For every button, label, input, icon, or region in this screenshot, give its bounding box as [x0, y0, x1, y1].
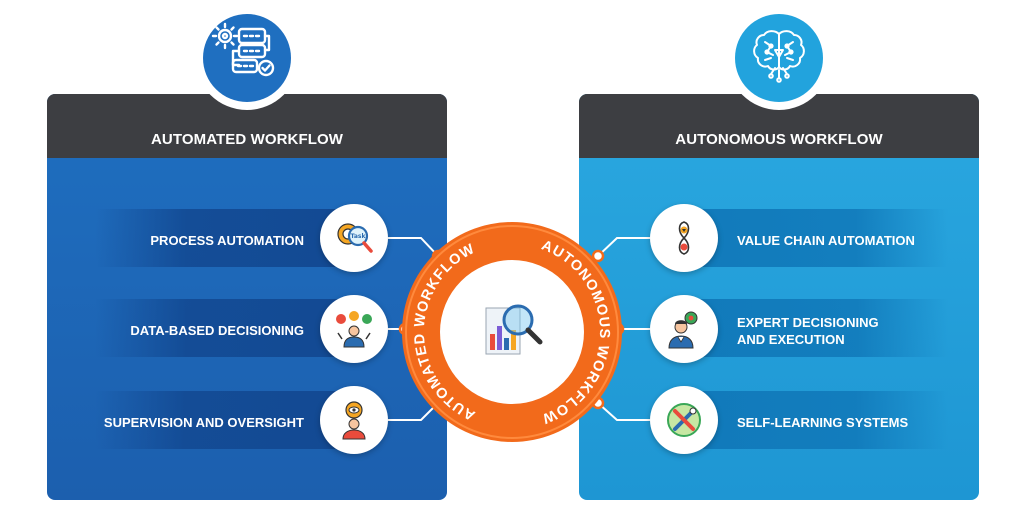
self-learning-node — [650, 386, 718, 454]
supervision-label: SUPERVISION AND OVERSIGHT — [103, 415, 304, 430]
value-chain-node — [650, 204, 718, 272]
supervision-band — [95, 391, 355, 449]
tools-gear-icon — [667, 403, 701, 437]
data-decisioning-node — [320, 295, 388, 363]
expert-decisioning-node — [650, 295, 718, 363]
task-gear-magnifier-icon: Task — [337, 223, 373, 253]
data-decisioning-label: DATA-BASED DECISIONING — [130, 323, 304, 338]
data-decisioning-band — [95, 299, 355, 357]
expert-decisioning-label-line2: AND EXECUTION — [737, 332, 845, 347]
value-chain-label: VALUE CHAIN AUTOMATION — [737, 233, 915, 248]
ai-brain-icon — [753, 30, 805, 83]
infinity-chain-icon — [678, 221, 690, 255]
process-automation-band — [95, 209, 355, 267]
expert-person-icon — [668, 311, 698, 349]
ai-brain-badge — [727, 6, 831, 110]
svg-text:Task: Task — [351, 233, 367, 240]
expert-decisioning-label: EXPERT DECISIONING AND EXECUTION — [737, 314, 879, 348]
process-automation-node: Task — [320, 204, 388, 272]
chart-magnifier-icon — [485, 304, 543, 355]
self-learning-label: SELF-LEARNING SYSTEMS — [737, 415, 909, 430]
central-hub: AUTOMATED WORKFLOW AUTONOMOUS WORKFLOW — [402, 222, 622, 442]
autonomous-panel-title: AUTONOMOUS WORKFLOW — [675, 131, 883, 148]
self-learning-band — [686, 391, 948, 449]
supervision-node — [320, 386, 388, 454]
person-with-options-icon — [336, 311, 372, 348]
person-with-eye-icon — [342, 401, 366, 440]
expert-decisioning-label-line1: EXPERT DECISIONING — [737, 315, 879, 330]
automated-panel-title: AUTOMATED WORKFLOW — [150, 131, 344, 148]
workflow-badge — [195, 6, 299, 110]
process-automation-label: PROCESS AUTOMATION — [150, 233, 304, 248]
expert-decisioning-band — [686, 299, 948, 357]
workflow-process-icon — [211, 22, 275, 77]
value-chain-band — [686, 209, 948, 267]
